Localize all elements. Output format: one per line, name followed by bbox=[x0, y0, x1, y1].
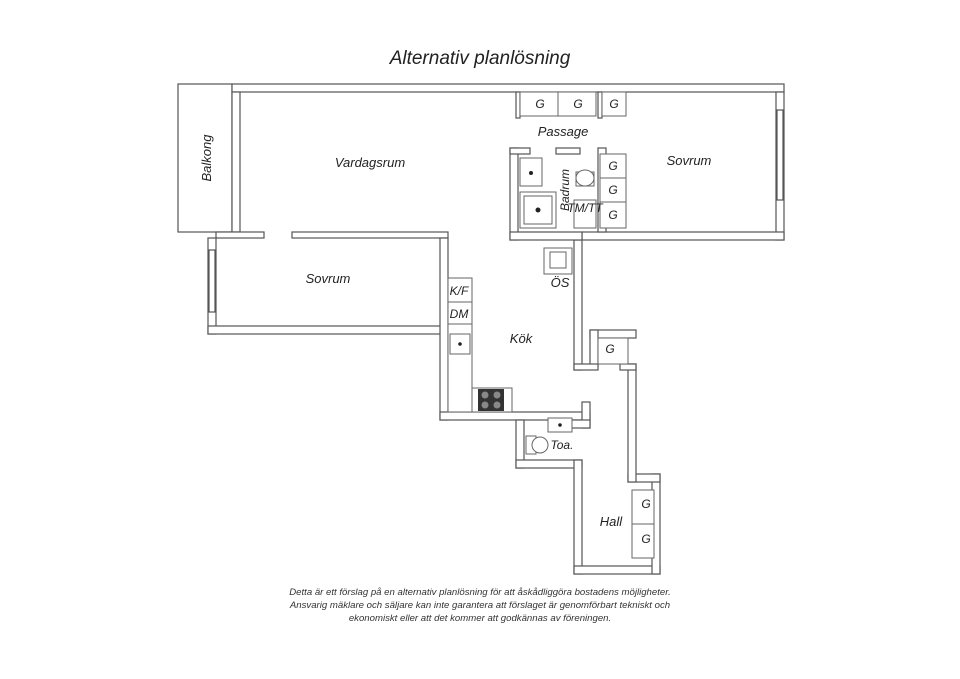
label-toa: Toa. bbox=[551, 438, 574, 452]
wall-hall-left bbox=[573, 459, 583, 575]
page-title: Alternativ planlösning bbox=[389, 48, 571, 69]
walls bbox=[177, 83, 785, 575]
kitchen-sink-drain bbox=[458, 342, 462, 346]
stove-burner-3 bbox=[481, 401, 489, 409]
wall-kitchen-left bbox=[439, 237, 449, 421]
bath-toilet-bowl bbox=[575, 169, 595, 187]
stove bbox=[478, 389, 504, 411]
room-labels: Balkong Vardagsrum Passage Sovrum Sovrum… bbox=[199, 124, 712, 529]
label-badrum: Badrum bbox=[558, 169, 572, 211]
label-wardrobe: G bbox=[535, 97, 544, 111]
wall-kitchen-right-jog bbox=[573, 363, 599, 371]
toilet-bowl bbox=[531, 436, 549, 454]
label-hall: Hall bbox=[600, 514, 624, 529]
stove-burner-1 bbox=[481, 391, 489, 399]
wall-bath-left bbox=[509, 147, 519, 241]
wardrobe-labels: G G G G G G G G G bbox=[535, 97, 650, 546]
label-wardrobe: G bbox=[608, 208, 617, 222]
wardrobe-passage-1 bbox=[519, 91, 559, 117]
fridge-freezer bbox=[447, 277, 473, 303]
wall-divider-left bbox=[215, 231, 265, 239]
disclaimer-line: ekonomiskt eller att det kommer att godk… bbox=[348, 613, 612, 624]
wardrobe-passage-2 bbox=[557, 91, 597, 117]
label-wardrobe: G bbox=[605, 342, 614, 356]
wall-closet-right bbox=[627, 363, 637, 483]
label-tm-tt: TM/TT bbox=[567, 201, 604, 215]
washer-dryer bbox=[573, 199, 597, 229]
wall-bath-top-mid bbox=[555, 147, 581, 155]
label-dm: DM bbox=[450, 307, 469, 321]
wall-bath-bottom bbox=[509, 231, 583, 241]
wall-closet-left bbox=[589, 329, 599, 367]
wall-hall-bottom bbox=[573, 565, 661, 575]
label-wardrobe: G bbox=[641, 497, 650, 511]
wall-kitchen-right bbox=[573, 239, 583, 371]
wall-passage-left bbox=[515, 91, 521, 119]
wall-bedroom-bottom bbox=[581, 231, 785, 241]
wardrobe-hall-2 bbox=[631, 523, 655, 559]
bedroom-window bbox=[776, 109, 784, 201]
stove-burner-4 bbox=[493, 401, 501, 409]
label-wardrobe: G bbox=[641, 532, 650, 546]
label-wardrobe: G bbox=[573, 97, 582, 111]
wardrobe-hall-top bbox=[597, 337, 629, 365]
wardrobe-bedroom-1 bbox=[599, 153, 627, 179]
label-kf: K/F bbox=[450, 284, 469, 298]
label-passage: Passage bbox=[538, 124, 589, 139]
label-vardagsrum: Vardagsrum bbox=[335, 155, 405, 170]
wall-top bbox=[231, 83, 785, 93]
bedroom2-window bbox=[208, 249, 216, 313]
bath-sink-drain bbox=[529, 171, 533, 175]
label-wardrobe: G bbox=[608, 183, 617, 197]
disclaimer: Detta är ett förslag på en alternativ pl… bbox=[220, 586, 740, 625]
label-balkong: Balkong bbox=[199, 134, 214, 182]
wall-divider-right bbox=[291, 231, 449, 239]
wall-bath-top-left bbox=[509, 147, 531, 155]
disclaimer-line: Ansvarig mäklare och säljare kan inte ga… bbox=[289, 600, 671, 611]
wall-bedroom2-bottom bbox=[207, 325, 449, 335]
wall-toilet-bottom bbox=[515, 459, 583, 469]
disclaimer-line: Detta är ett förslag på en alternativ pl… bbox=[289, 587, 671, 598]
chimney-os-inner bbox=[549, 251, 567, 269]
wall-left-living bbox=[231, 91, 241, 233]
fixtures bbox=[447, 91, 655, 559]
toilet-sink-drain bbox=[558, 423, 562, 427]
label-sovrum-2: Sovrum bbox=[306, 271, 351, 286]
stove-burner-2 bbox=[493, 391, 501, 399]
label-wardrobe: G bbox=[608, 159, 617, 173]
wardrobe-bedroom-3 bbox=[599, 201, 627, 229]
wall-passage-mid bbox=[597, 91, 603, 119]
label-os: ÖS bbox=[551, 275, 570, 290]
label-wardrobe: G bbox=[609, 97, 618, 111]
shower-drain bbox=[535, 207, 541, 213]
label-sovrum-1: Sovrum bbox=[667, 153, 712, 168]
label-kok: Kök bbox=[510, 331, 534, 346]
wall-closet-bottom-right bbox=[619, 363, 637, 371]
wardrobe-passage-3 bbox=[601, 91, 627, 117]
